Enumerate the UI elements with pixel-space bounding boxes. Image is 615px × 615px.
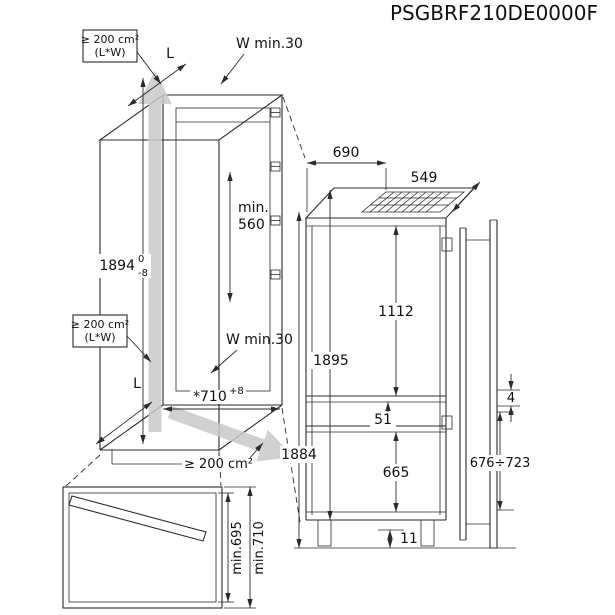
dim-hinge-range: 676÷723	[470, 456, 531, 471]
dim-depth-L-top: L	[166, 46, 174, 62]
vent-requirement-boxes	[72, 29, 138, 348]
vent-mid-area-sub: (L*W)	[84, 331, 115, 344]
dim-appliance-height: 1884	[281, 447, 317, 463]
model-code: PSGBRF210DE0000F	[390, 1, 598, 25]
dim-wall-clearance-top: W min.30	[236, 36, 303, 52]
dim-door-min-width-inner: min.695	[230, 521, 245, 574]
dim-height-overall: 1895	[313, 353, 349, 369]
appliance-front-view	[294, 187, 516, 549]
appliance-side-view	[459, 219, 498, 549]
vent-bottom-area-label: ≥ 200 cm²	[184, 457, 253, 472]
vent-mid-area-label: ≥ 200 cm²	[71, 318, 129, 331]
dim-depth-door-open: 690	[333, 145, 360, 161]
top-vent-grille	[360, 191, 466, 213]
dim-door-min-width-outer: min.710	[252, 521, 267, 574]
dim-appliance-depth: 549	[411, 170, 438, 186]
hinge-mount-marks	[270, 107, 281, 280]
dim-bottom-gap: 11	[400, 531, 418, 547]
dim-freezer-door-height: 665	[383, 465, 410, 481]
label-backgrounds	[95, 254, 530, 481]
dim-min-depth-value: 560	[238, 217, 265, 233]
dim-min-depth-prefix: min.	[238, 200, 269, 216]
dim-side-top-gap: 4	[507, 391, 515, 406]
vent-top-area-sub: (L*W)	[94, 46, 125, 59]
dim-niche-height-tol-upper: 0	[138, 254, 144, 265]
dim-fridge-door-height: 1112	[378, 304, 414, 320]
airflow-out-arrow	[167, 405, 294, 462]
dim-niche-height: 1894	[99, 258, 135, 274]
vent-top-area-label: ≥ 200 cm²	[81, 33, 139, 46]
dim-wall-clearance-mid: W min.30	[226, 332, 293, 348]
dim-niche-width: *710	[193, 389, 227, 405]
airflow-arrows	[138, 70, 294, 462]
dim-niche-height-tol-lower: -8	[138, 268, 148, 279]
door-opening-detail	[62, 486, 223, 609]
dim-niche-width-tol: +8	[229, 386, 244, 397]
open-door-panel	[68, 495, 207, 542]
dim-depth-L-bottom: L	[133, 376, 141, 392]
dim-mid-gap: 51	[374, 412, 392, 428]
